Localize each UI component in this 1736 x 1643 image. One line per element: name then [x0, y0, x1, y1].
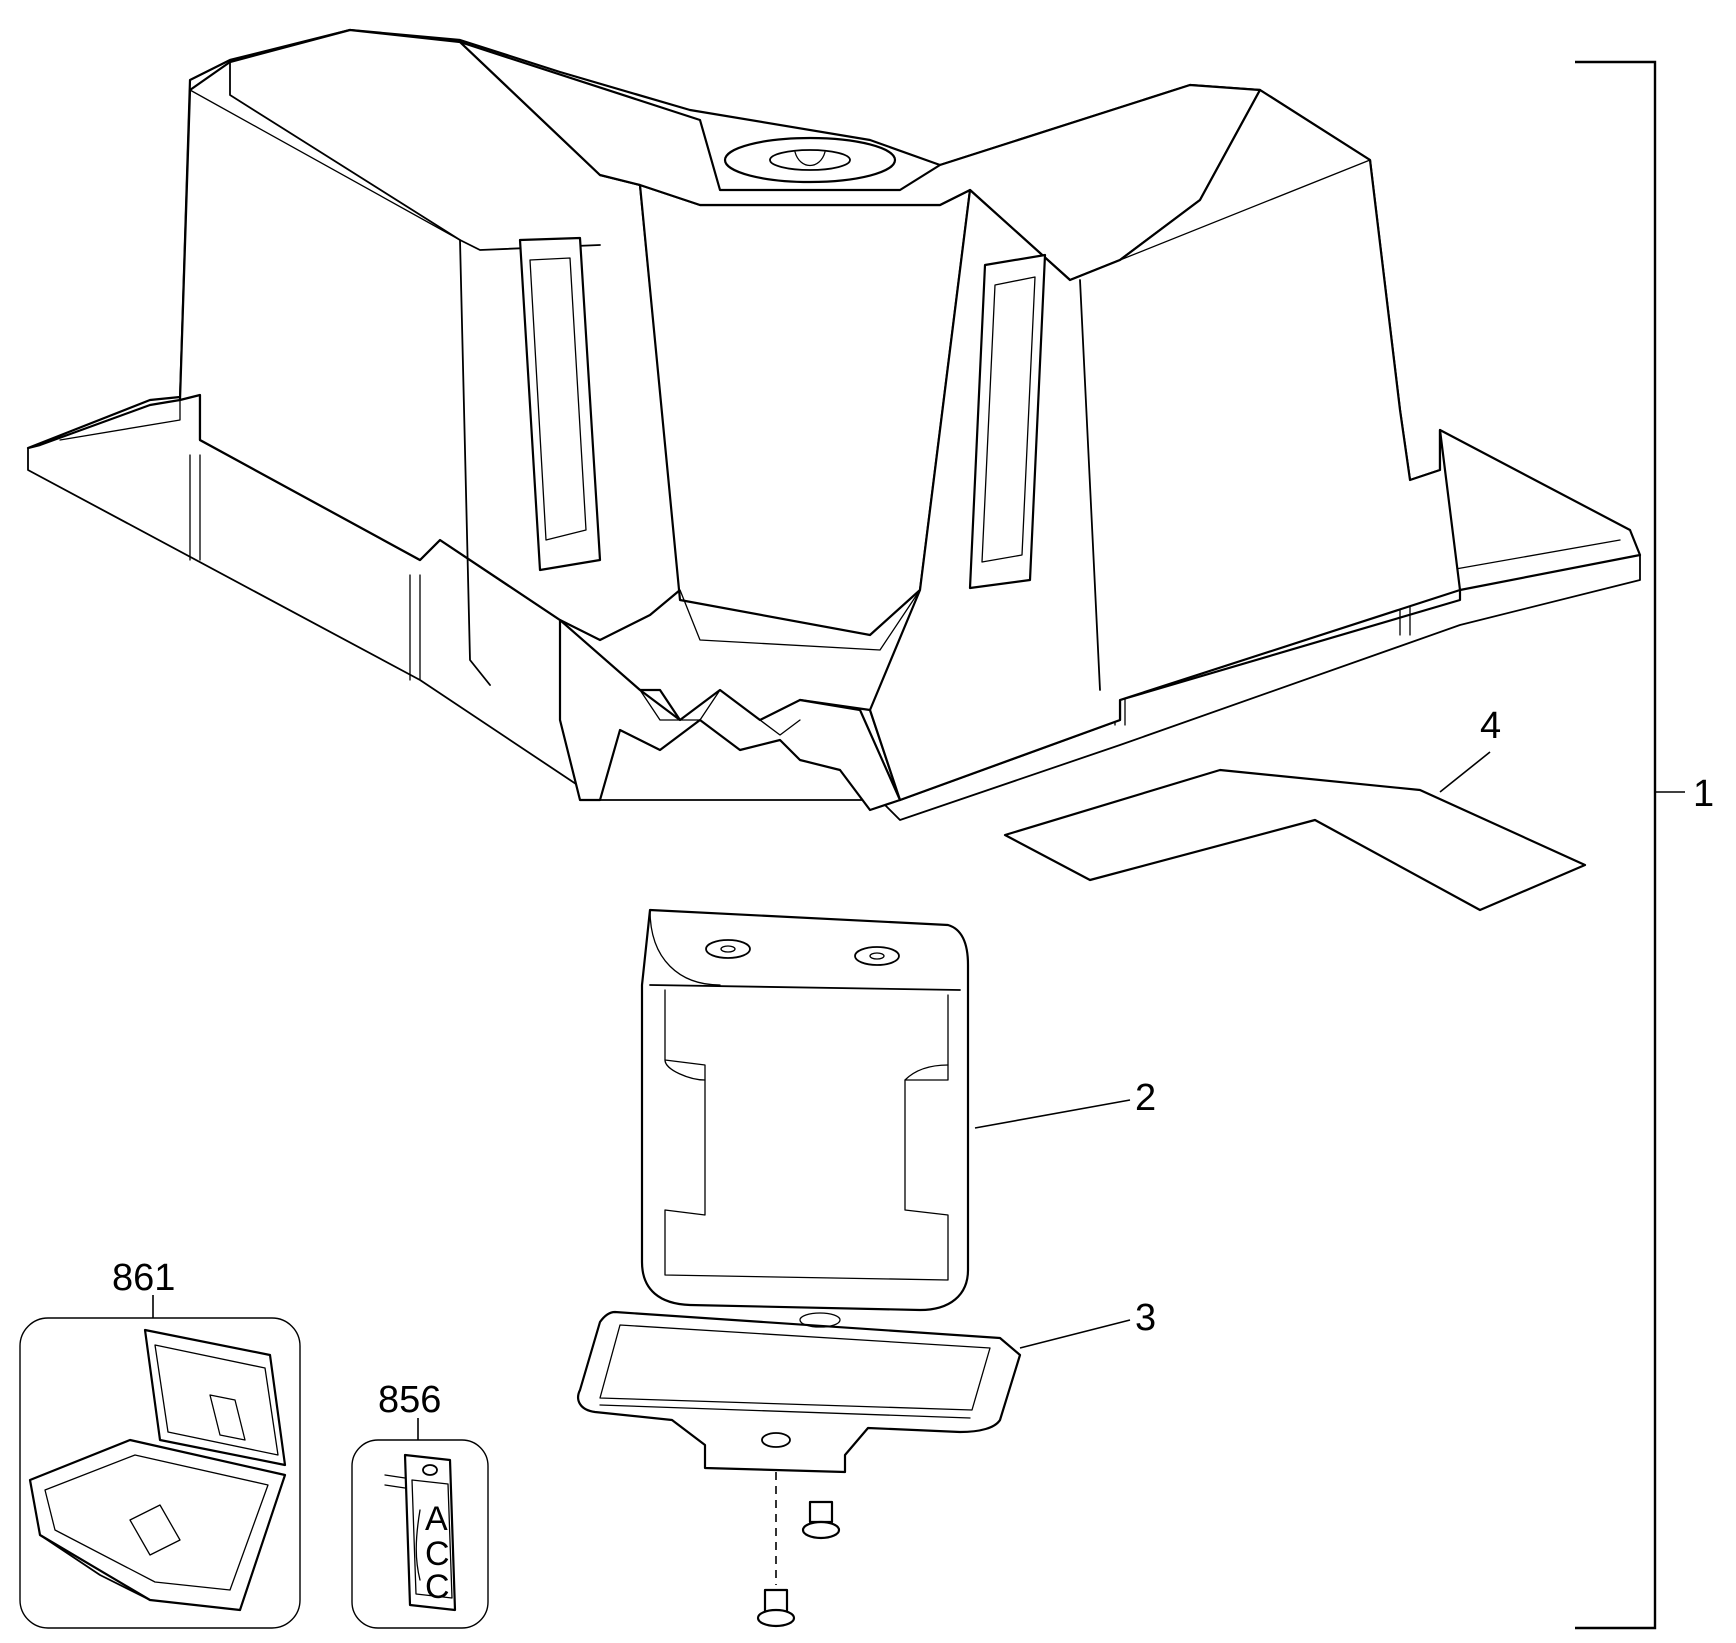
- callout-assembly: 1: [1693, 773, 1714, 815]
- label-sticker: [1003, 751, 1587, 912]
- bag-letter-3: C: [425, 1568, 450, 1606]
- callout-battery-holder: 2: [1135, 1077, 1156, 1119]
- battery-holder: [640, 908, 1131, 1312]
- kit-box-inset: [19, 1295, 301, 1629]
- bag-letter-1: A: [425, 1500, 448, 1538]
- battery-cover: [577, 1310, 1131, 1628]
- bag-letter-2: C: [425, 1535, 450, 1573]
- callout-accessory-bag: 856: [378, 1379, 441, 1421]
- accessory-bag-inset: [351, 1418, 489, 1629]
- callout-label: 4: [1480, 705, 1501, 747]
- callout-kit-box: 861: [112, 1257, 175, 1299]
- main-housing: [26, 28, 1642, 821]
- assembly-bracket: [1575, 60, 1657, 1630]
- callout-battery-cover: 3: [1135, 1297, 1156, 1339]
